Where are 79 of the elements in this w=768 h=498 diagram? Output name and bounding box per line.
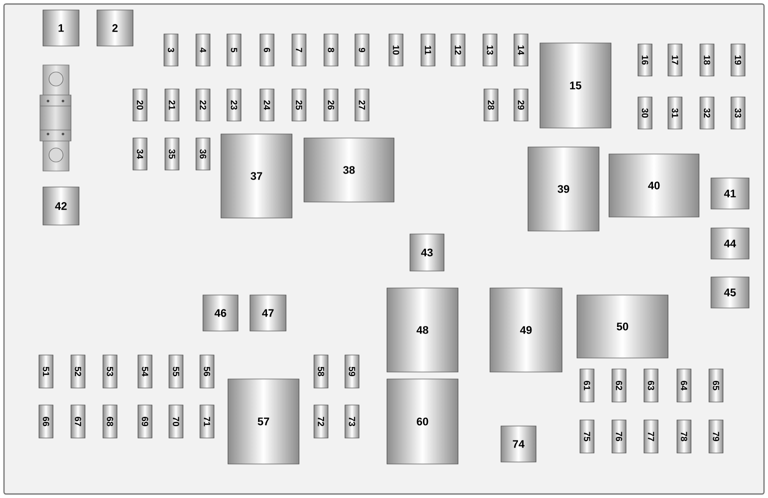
fuse: 30 — [638, 96, 652, 130]
fuse: 8 — [324, 34, 338, 66]
fuse: 46 — [202, 294, 238, 332]
fuse: 72 — [314, 404, 328, 438]
fuse: 29 — [514, 88, 528, 122]
relay: 15 — [540, 42, 612, 128]
fuse: 27 — [354, 88, 370, 122]
fuse: 26 — [324, 88, 338, 122]
fuse: 9 — [354, 34, 370, 66]
fuse: 3 — [164, 34, 178, 66]
fuse: 61 — [580, 368, 594, 402]
fuse: 58 — [314, 354, 328, 388]
fuse: 79 — [708, 420, 724, 454]
fuse: 6 — [260, 34, 274, 66]
fuse: 21 — [164, 88, 180, 122]
fuse: 51 — [38, 354, 54, 388]
fuse: 62 — [612, 368, 626, 402]
fuse: 24 — [260, 88, 274, 122]
fuse: 65 — [708, 368, 724, 402]
fuse: 69 — [138, 404, 152, 438]
fuse: 18 — [700, 44, 714, 76]
relay: 37 — [220, 134, 292, 218]
fuse: 52 — [70, 354, 86, 388]
relay: 40 — [608, 154, 700, 218]
fuse: 41 — [710, 178, 750, 210]
relay: 57 — [228, 378, 300, 464]
fuse: 34 — [132, 138, 148, 170]
fuse: 19 — [730, 44, 746, 76]
fuse: 32 — [700, 96, 714, 130]
fuse: 77 — [644, 420, 658, 454]
fuse: 1 — [42, 10, 80, 46]
fuse: 11 — [420, 34, 436, 66]
fuse: 23 — [226, 88, 242, 122]
fuse: 10 — [388, 34, 404, 66]
fuse: 25 — [292, 88, 306, 122]
fuse: 33 — [730, 96, 746, 130]
fuse: 36 — [196, 138, 210, 170]
fuse: 45 — [710, 276, 750, 308]
fuse: 59 — [344, 354, 360, 388]
fuse: 43 — [410, 234, 444, 272]
fuse: 74 — [500, 426, 536, 462]
relay: 48 — [386, 288, 458, 372]
fuse: 44 — [710, 228, 750, 260]
relay: 49 — [490, 288, 562, 372]
fuse: 75 — [580, 420, 594, 454]
relay: 60 — [386, 378, 458, 464]
fuse: 31 — [668, 96, 682, 130]
fuse: 63 — [644, 368, 658, 402]
fuse: 28 — [484, 88, 498, 122]
fuse: 56 — [200, 354, 214, 388]
fuse: 16 — [638, 44, 652, 76]
fuse: 67 — [70, 404, 86, 438]
fuse: 5 — [226, 34, 242, 66]
fuse: 7 — [292, 34, 306, 66]
fuse: 55 — [168, 354, 184, 388]
fuse: 47 — [250, 294, 286, 332]
fuse: 4 — [196, 34, 210, 66]
relay: 38 — [304, 138, 394, 202]
fuse: 53 — [102, 354, 118, 388]
fuse: 35 — [164, 138, 180, 170]
fuse: 64 — [676, 368, 692, 402]
fuse: 20 — [132, 88, 148, 122]
fuse: 71 — [200, 404, 214, 438]
relay: 39 — [528, 146, 600, 232]
fuse: 17 — [668, 44, 682, 76]
fuse: 73 — [344, 404, 360, 438]
fuse: 54 — [138, 354, 152, 388]
fuse: 2 — [96, 10, 134, 46]
fuse: 13 — [482, 34, 498, 66]
fuse: 12 — [450, 34, 466, 66]
fuse: 14 — [514, 34, 528, 66]
fuse: 68 — [102, 404, 118, 438]
fuse: 66 — [38, 404, 54, 438]
fuse: 22 — [196, 88, 210, 122]
relay: 50 — [576, 294, 668, 358]
fuse: 78 — [676, 420, 692, 454]
fuse: 42 — [42, 186, 80, 226]
fuse: 70 — [168, 404, 184, 438]
fuse: 76 — [612, 420, 626, 454]
